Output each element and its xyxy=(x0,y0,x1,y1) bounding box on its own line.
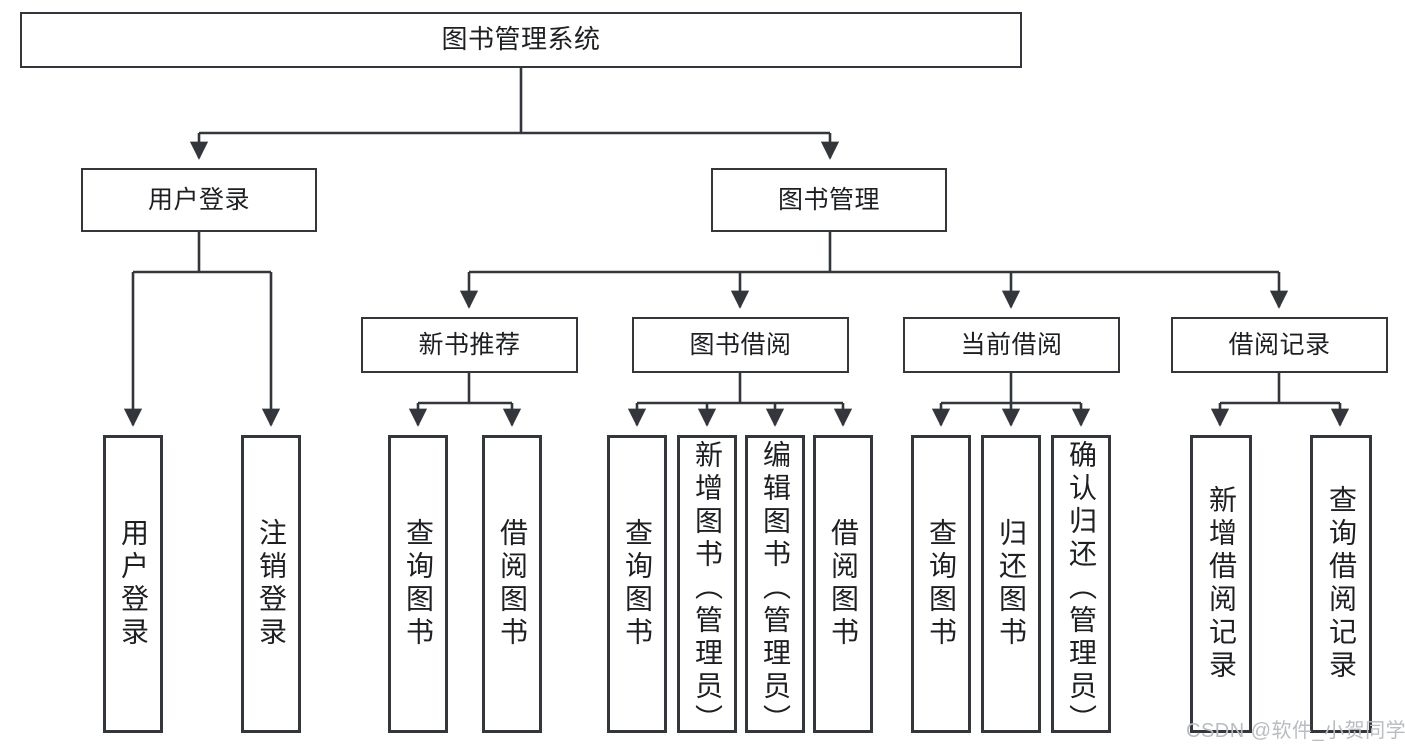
node-user-login[interactable]: 用户登录 xyxy=(81,168,317,232)
node-label: 查询借阅记录 xyxy=(1326,485,1357,683)
node-label: 用户登录 xyxy=(147,185,250,214)
leaf-borrow-edit-book[interactable]: 编辑图书（管理员） xyxy=(745,435,805,733)
leaf-borrow-query-book[interactable]: 查询图书 xyxy=(607,435,667,733)
leaf-current-query-book[interactable]: 查询图书 xyxy=(911,435,971,733)
node-label: 查询图书 xyxy=(403,518,434,650)
node-label: 当前借阅 xyxy=(960,330,1063,359)
node-label: 借阅图书 xyxy=(828,518,859,650)
node-book-management[interactable]: 图书管理 xyxy=(711,168,947,232)
node-borrow-record[interactable]: 借阅记录 xyxy=(1171,317,1388,373)
node-label: 借阅记录 xyxy=(1228,330,1331,359)
node-book-borrow[interactable]: 图书借阅 xyxy=(632,317,849,373)
leaf-current-confirm-return[interactable]: 确认归还（管理员） xyxy=(1051,435,1111,733)
node-label: 图书管理 xyxy=(777,185,880,214)
leaf-user-login[interactable]: 用户登录 xyxy=(103,435,163,733)
node-label: 新增图书（管理员） xyxy=(692,440,723,733)
node-label: 编辑图书（管理员） xyxy=(760,440,791,733)
node-root-book-management-system[interactable]: 图书管理系统 xyxy=(20,12,1022,68)
node-label: 归还图书 xyxy=(996,518,1027,650)
node-label: 用户登录 xyxy=(118,518,149,650)
node-label: 新增借阅记录 xyxy=(1206,485,1237,683)
node-label: 图书管理系统 xyxy=(441,24,601,55)
node-label: 图书借阅 xyxy=(689,330,792,359)
leaf-new-book-borrow[interactable]: 借阅图书 xyxy=(482,435,542,733)
node-label: 查询图书 xyxy=(926,518,957,650)
leaf-borrow-borrow-book[interactable]: 借阅图书 xyxy=(813,435,873,733)
node-label: 确认归还（管理员） xyxy=(1066,440,1097,733)
node-new-book-recommend[interactable]: 新书推荐 xyxy=(361,317,578,373)
watermark-text: CSDN @软件_小贺同学 xyxy=(1186,720,1405,742)
leaf-current-return-book[interactable]: 归还图书 xyxy=(981,435,1041,733)
leaf-query-borrow-record[interactable]: 查询借阅记录 xyxy=(1310,435,1372,733)
node-label: 查询图书 xyxy=(622,518,653,650)
node-label: 注销登录 xyxy=(256,518,287,650)
leaf-add-borrow-record[interactable]: 新增借阅记录 xyxy=(1190,435,1252,733)
node-label: 新书推荐 xyxy=(418,330,521,359)
node-label: 借阅图书 xyxy=(497,518,528,650)
leaf-borrow-add-book[interactable]: 新增图书（管理员） xyxy=(677,435,737,733)
node-current-borrow[interactable]: 当前借阅 xyxy=(903,317,1120,373)
leaf-new-book-query[interactable]: 查询图书 xyxy=(388,435,448,733)
leaf-logout[interactable]: 注销登录 xyxy=(241,435,301,733)
